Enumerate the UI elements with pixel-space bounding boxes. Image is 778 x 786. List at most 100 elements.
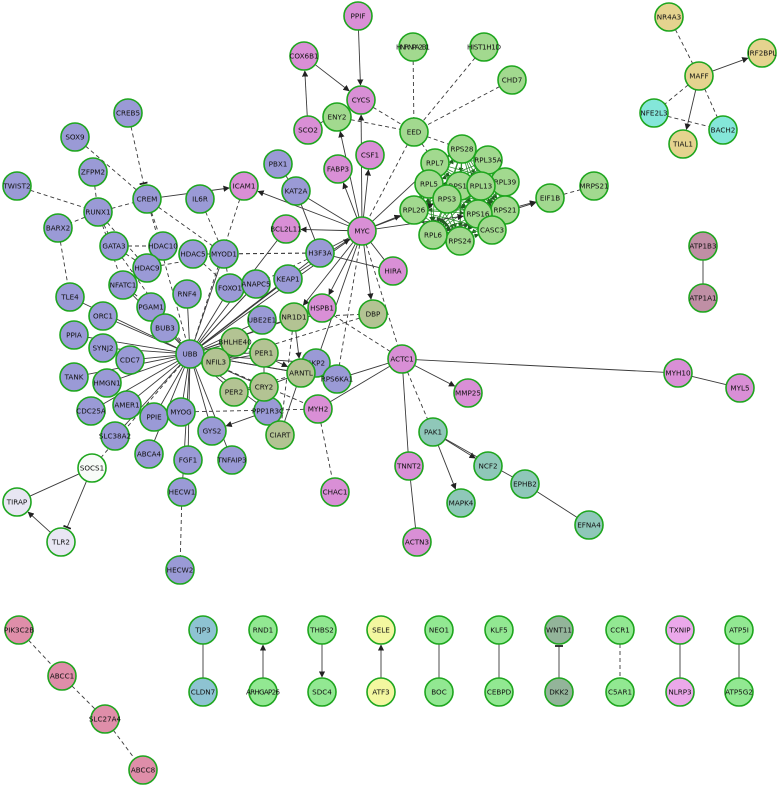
- node-sco2[interactable]: SCO2: [293, 115, 323, 145]
- node-barx2[interactable]: BARX2: [43, 213, 73, 243]
- node-myog[interactable]: MYOG: [166, 397, 196, 427]
- node-rnd1[interactable]: RND1: [248, 615, 278, 645]
- node-nr4a3[interactable]: NR4A3: [654, 2, 684, 32]
- node-ciart[interactable]: CIART: [265, 420, 295, 450]
- node-pik3c2b[interactable]: PIK3C2B: [4, 615, 34, 645]
- node-maff[interactable]: MAFF: [684, 61, 714, 91]
- node-ccr1[interactable]: CCR1: [605, 615, 635, 645]
- node-fgf1[interactable]: FGF1: [173, 445, 203, 475]
- node-cycs[interactable]: CYCS: [346, 85, 376, 115]
- node-hist1h1d[interactable]: HIST1H1D: [467, 32, 501, 62]
- node-atp1a1[interactable]: ATP1A1: [688, 283, 718, 313]
- node-socs1[interactable]: SOCS1: [77, 453, 107, 483]
- node-sele[interactable]: SELE: [366, 615, 396, 645]
- node-atp5i[interactable]: ATP5I: [724, 615, 754, 645]
- node-c5ar1[interactable]: C5AR1: [605, 677, 635, 707]
- node-thbs2[interactable]: THBS2: [307, 615, 337, 645]
- node-runx1[interactable]: RUNX1: [83, 197, 113, 227]
- node-nlrp3[interactable]: NLRP3: [665, 677, 695, 707]
- node-tial1[interactable]: TIAL1: [668, 129, 698, 159]
- node-pbx1[interactable]: PBX1: [263, 149, 293, 179]
- node-il6r[interactable]: IL6R: [185, 184, 215, 214]
- node-actn3[interactable]: ACTN3: [402, 527, 432, 557]
- node-atp5g2[interactable]: ATP5G2: [724, 677, 754, 707]
- node-chd7[interactable]: CHD7: [497, 65, 527, 95]
- node-myc[interactable]: MYC: [347, 216, 377, 246]
- node-rpl13[interactable]: RPL13: [466, 171, 496, 201]
- node-zfpm2[interactable]: ZFPM2: [78, 157, 108, 187]
- node-abcc1[interactable]: ABCC1: [47, 661, 77, 691]
- node-ephb2[interactable]: EPHB2: [510, 469, 540, 499]
- node-hira[interactable]: HIRA: [378, 256, 408, 286]
- node-crem[interactable]: CREM: [132, 184, 162, 214]
- node-neo1[interactable]: NEO1: [424, 615, 454, 645]
- node-mmp25[interactable]: MMP25: [453, 378, 483, 408]
- node-txnip[interactable]: TXNIP: [665, 615, 695, 645]
- node-boc[interactable]: BOC: [424, 677, 454, 707]
- node-amer1[interactable]: AMER1: [112, 390, 142, 420]
- node-hecw1[interactable]: HECW1: [167, 477, 197, 507]
- node-klf5[interactable]: KLF5: [484, 615, 514, 645]
- node-tnfaip3[interactable]: TNFAIP3: [216, 445, 247, 475]
- node-kat2a[interactable]: KAT2A: [281, 176, 311, 206]
- node-rps28[interactable]: RPS28: [447, 134, 477, 164]
- node-cox6b1[interactable]: COX6B1: [289, 41, 319, 71]
- node-ppif[interactable]: PPIF: [343, 1, 373, 31]
- node-rpl26[interactable]: RPL26: [399, 195, 429, 225]
- node-arhgap26[interactable]: ARHGAP26: [246, 677, 280, 707]
- node-efna4[interactable]: EFNA4: [574, 510, 604, 540]
- node-sox9[interactable]: SOX9: [60, 122, 90, 152]
- node-bcl2l11[interactable]: BCL2L11: [270, 214, 302, 244]
- node-hspb1[interactable]: HSPB1: [307, 293, 337, 323]
- node-pak1[interactable]: PAK1: [418, 417, 448, 447]
- node-icam1[interactable]: ICAM1: [229, 171, 259, 201]
- node-rps3[interactable]: RPS3: [432, 184, 462, 214]
- node-slc27a4[interactable]: SLC27A4: [89, 704, 122, 734]
- node-cdc7[interactable]: CDC7: [115, 345, 145, 375]
- node-hdac5[interactable]: HDAC5: [178, 239, 208, 269]
- node-ppia[interactable]: PPIA: [59, 320, 89, 350]
- node-rnf4[interactable]: RNF4: [172, 279, 202, 309]
- node-hdac9[interactable]: HDAC9: [132, 253, 162, 283]
- node-nr1d1[interactable]: NR1D1: [279, 302, 309, 332]
- node-myh10[interactable]: MYH10: [663, 358, 693, 388]
- node-hmgn1[interactable]: HMGN1: [92, 368, 122, 398]
- node-mapk4[interactable]: MAPK4: [446, 488, 476, 518]
- node-ncf2[interactable]: NCF2: [473, 451, 503, 481]
- node-hnrnpa2b1[interactable]: HNRNPA2B1: [396, 32, 430, 62]
- node-cldn7[interactable]: CLDN7: [188, 677, 218, 707]
- node-foxo1[interactable]: FOXO1: [215, 273, 245, 303]
- node-fabp3[interactable]: FABP3: [323, 154, 353, 184]
- node-eny2[interactable]: ENY2: [322, 102, 352, 132]
- node-slc38a2[interactable]: SLC38A2: [99, 421, 131, 451]
- node-dbp[interactable]: DBP: [358, 299, 388, 329]
- node-bub3[interactable]: BUB3: [150, 313, 180, 343]
- node-actc1[interactable]: ACTC1: [387, 344, 417, 374]
- node-abca4[interactable]: ABCA4: [134, 439, 164, 469]
- node-cebpd[interactable]: CEBPD: [484, 677, 514, 707]
- node-rpl6[interactable]: RPL6: [418, 220, 448, 250]
- node-dkk2[interactable]: DKK2: [544, 677, 574, 707]
- node-gata3[interactable]: GATA3: [99, 231, 129, 261]
- node-tank[interactable]: TANK: [59, 362, 89, 392]
- node-keap1[interactable]: KEAP1: [273, 264, 303, 294]
- node-mrps21[interactable]: MRPS21: [579, 171, 609, 201]
- node-csf1[interactable]: CSF1: [355, 140, 385, 170]
- node-wnt11[interactable]: WNT11: [544, 615, 574, 645]
- node-synj2[interactable]: SYNJ2: [88, 333, 118, 363]
- node-eed[interactable]: EED: [399, 117, 429, 147]
- node-sdc4[interactable]: SDC4: [307, 677, 337, 707]
- node-bach2[interactable]: BACH2: [708, 115, 738, 145]
- node-arntl[interactable]: ARNTL: [286, 358, 316, 388]
- node-tle4[interactable]: TLE4: [55, 282, 85, 312]
- node-tjp3[interactable]: TJP3: [188, 615, 218, 645]
- node-myh2[interactable]: MYH2: [303, 394, 333, 424]
- node-atf3[interactable]: ATF3: [366, 677, 396, 707]
- node-twist2[interactable]: TWIST2: [2, 171, 32, 201]
- node-irf2bpl[interactable]: IRF2BPL: [747, 38, 777, 68]
- node-nfe2l3[interactable]: NFE2L3: [639, 98, 669, 128]
- node-myod1[interactable]: MYOD1: [209, 239, 239, 269]
- node-per1[interactable]: PER1: [249, 338, 279, 368]
- node-cry2[interactable]: CRY2: [249, 372, 279, 402]
- node-nfil3[interactable]: NFIL3: [201, 347, 231, 377]
